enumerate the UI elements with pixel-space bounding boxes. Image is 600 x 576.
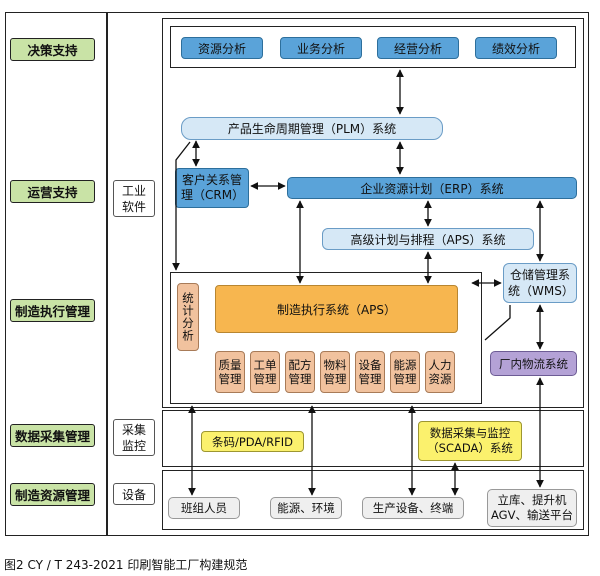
left-column-frame — [5, 12, 107, 536]
analysis-performance: 绩效分析 — [475, 37, 557, 59]
crm-system: 客户关系管理（CRM） — [175, 168, 249, 208]
module-quality: 质量管理 — [215, 351, 245, 393]
mes-frame — [170, 272, 482, 404]
module-equipment: 设备管理 — [355, 351, 385, 393]
erp-system: 企业资源计划（ERP）系统 — [287, 177, 577, 199]
module-recipe: 配方管理 — [285, 351, 315, 393]
barcode-pda-rfid: 条码/PDA/RFID — [201, 431, 304, 452]
label-collection-monitoring: 采集监控 — [113, 419, 155, 456]
outer-frame — [107, 12, 589, 536]
module-work-order: 工单管理 — [250, 351, 280, 393]
collection-region-frame — [162, 410, 584, 467]
logistics-system: 厂内物流系统 — [490, 351, 577, 376]
module-human-resources: 人力资源 — [425, 351, 455, 393]
label-operation-support: 运营支持 — [10, 180, 95, 203]
equipment-region-frame — [162, 470, 584, 530]
label-data-collection: 数据采集管理 — [10, 424, 95, 447]
label-manufacturing-resources: 制造资源管理 — [10, 483, 95, 506]
mes-system: 制造执行系统（APS） — [215, 285, 458, 333]
scada-system: 数据采集与监控（SCADA）系统 — [418, 421, 522, 461]
label-manufacturing-execution: 制造执行管理 — [10, 299, 95, 322]
label-equipment: 设备 — [113, 483, 155, 505]
module-energy: 能源管理 — [390, 351, 420, 393]
warehouse-equipment: 立库、提升机AGV、输送平台 — [487, 489, 577, 527]
energy-environment: 能源、环境 — [270, 497, 342, 519]
module-material: 物料管理 — [320, 351, 350, 393]
stats-analysis: 统计分析 — [177, 283, 199, 351]
label-decision-support: 决策支持 — [10, 38, 95, 61]
figure-caption: 图2 CY / T 243-2021 印刷智能工厂构建规范 — [4, 558, 248, 572]
wms-system: 仓储管理系统（WMS） — [503, 263, 577, 303]
plm-system: 产品生命周期管理（PLM）系统 — [181, 117, 443, 140]
aps-system: 高级计划与排程（APS）系统 — [322, 228, 534, 250]
team-staff: 班组人员 — [168, 497, 240, 519]
analysis-business: 业务分析 — [280, 37, 362, 59]
label-industrial-software: 工业软件 — [113, 180, 155, 217]
production-equipment: 生产设备、终端 — [362, 497, 464, 519]
analysis-resource: 资源分析 — [181, 37, 263, 59]
software-region-frame — [162, 18, 584, 408]
analysis-operating: 经营分析 — [377, 37, 459, 59]
analysis-frame — [170, 26, 576, 68]
